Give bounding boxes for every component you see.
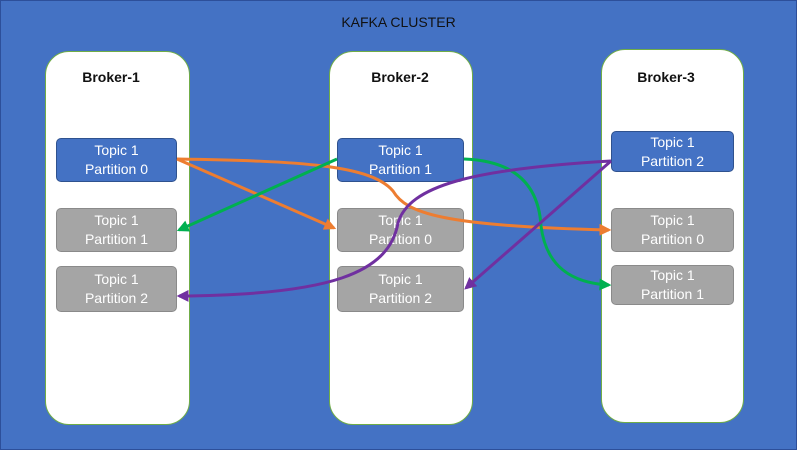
- partition-topic: Topic 1: [94, 212, 139, 228]
- broker-3-partition-0: Topic 1 Partition 0: [611, 208, 734, 252]
- broker-1-partition-0: Topic 1 Partition 0: [56, 138, 177, 182]
- partition-topic: Topic 1: [94, 271, 139, 287]
- broker-2-partition-2: Topic 1 Partition 2: [337, 266, 464, 312]
- partition-topic: Topic 1: [650, 133, 695, 150]
- partition-number: Partition 1: [640, 286, 705, 302]
- partition-number: Partition 1: [368, 161, 433, 177]
- partition-number: Partition 2: [84, 290, 149, 306]
- broker-2-partition-1: Topic 1 Partition 1: [337, 138, 464, 182]
- arrow-partition-1-to-broker-1: [176, 157, 338, 232]
- partition-number: Partition 2: [640, 152, 705, 169]
- partition-topic: Topic 1: [650, 212, 695, 228]
- arrow-partition-2-to-broker-2: [464, 159, 612, 290]
- partition-topic: Topic 1: [378, 271, 423, 287]
- broker-3-partition-2: Topic 1 Partition 2: [611, 131, 734, 172]
- partition-number: Partition 0: [368, 231, 433, 247]
- partition-topic: Topic 1: [378, 212, 423, 228]
- broker-2-label: Broker-2: [371, 69, 429, 85]
- broker-1-partition-1: Topic 1 Partition 1: [56, 208, 177, 252]
- partition-topic: Topic 1: [650, 267, 695, 283]
- broker-2-partition-0: Topic 1 Partition 0: [337, 208, 464, 252]
- partition-topic: Topic 1: [378, 142, 423, 158]
- partition-number: Partition 0: [84, 161, 149, 177]
- partition-number: Partition 0: [640, 231, 705, 247]
- partition-topic: Topic 1: [94, 142, 139, 158]
- broker-1-partition-2: Topic 1 Partition 2: [56, 266, 177, 312]
- partition-number: Partition 2: [368, 290, 433, 306]
- broker-3-label: Broker-3: [637, 69, 695, 85]
- cluster-title: KAFKA CLUSTER: [341, 14, 456, 30]
- partition-number: Partition 1: [84, 231, 149, 247]
- broker-1-label: Broker-1: [82, 69, 140, 85]
- arrow-partition-0-to-broker-2: [176, 157, 337, 230]
- broker-3-partition-1: Topic 1 Partition 1: [611, 265, 734, 305]
- arrow-partition-1-to-broker-3: [463, 157, 612, 291]
